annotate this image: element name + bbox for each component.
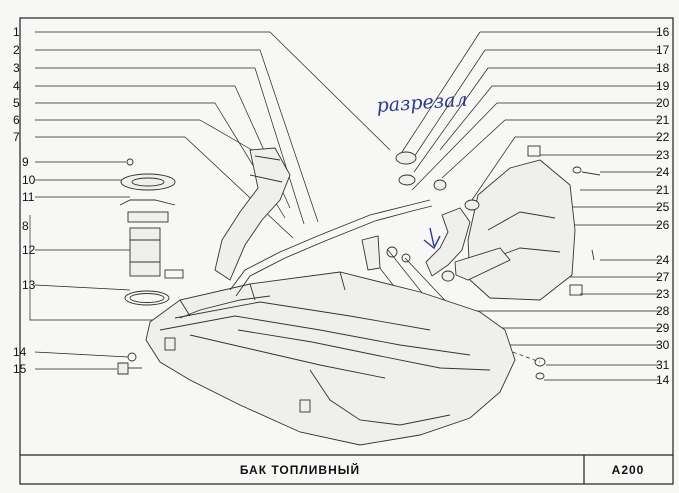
callout-label: 28 bbox=[656, 304, 670, 318]
callout-label: 6 bbox=[13, 113, 20, 127]
callout-label: 17 bbox=[656, 43, 670, 57]
callout-label: 21 bbox=[656, 183, 670, 197]
callout-label: 20 bbox=[656, 96, 670, 110]
handwritten-arrow bbox=[423, 227, 441, 250]
callout-label: 23 bbox=[656, 287, 670, 301]
callout-label: 31 bbox=[656, 358, 670, 372]
callout-label: 23 bbox=[656, 148, 670, 162]
callout-label: 5 bbox=[13, 96, 20, 110]
fuel-tank bbox=[145, 271, 516, 446]
callout-label: 22 bbox=[656, 130, 670, 144]
callout-label: 25 bbox=[656, 200, 670, 214]
callout-label: 15 bbox=[13, 362, 27, 376]
callout-label: 29 bbox=[656, 321, 670, 335]
callout-label: 18 bbox=[656, 61, 670, 75]
callout-label: 8 bbox=[22, 219, 29, 233]
callout-label: 24 bbox=[656, 165, 670, 179]
hoses-and-fittings bbox=[361, 151, 546, 380]
callout-label: 4 bbox=[13, 79, 20, 93]
callout-label: 14 bbox=[656, 373, 670, 387]
callout-label: 16 bbox=[656, 25, 670, 39]
sheet-frame bbox=[19, 17, 674, 485]
callout-label: 19 bbox=[656, 79, 670, 93]
callout-label: 2 bbox=[13, 43, 20, 57]
callout-label: 14 bbox=[13, 345, 27, 359]
bolt-and-washer bbox=[117, 352, 142, 375]
callout-label: 3 bbox=[13, 61, 20, 75]
callout-label: 27 bbox=[656, 270, 670, 284]
callout-label: 9 bbox=[22, 155, 29, 169]
callout-label: 13 bbox=[22, 278, 36, 292]
callout-label: 12 bbox=[22, 243, 36, 257]
fuel-pump-module bbox=[119, 158, 184, 306]
callout-label: 11 bbox=[22, 190, 35, 204]
callout-label: 26 bbox=[656, 218, 670, 232]
diagram-title: БАК ТОПЛИВНЫЙ bbox=[240, 462, 360, 477]
callout-label: 24 bbox=[656, 253, 670, 267]
handwritten-annotation: разрезал bbox=[376, 89, 468, 117]
filler-neck bbox=[214, 147, 291, 281]
callout-label: 1 bbox=[13, 25, 20, 39]
callout-label: 7 bbox=[13, 130, 20, 144]
callout-label: 10 bbox=[22, 173, 36, 187]
callout-label: 30 bbox=[656, 338, 670, 352]
diagram-code: A200 bbox=[612, 463, 645, 477]
callout-label: 21 bbox=[656, 113, 670, 127]
